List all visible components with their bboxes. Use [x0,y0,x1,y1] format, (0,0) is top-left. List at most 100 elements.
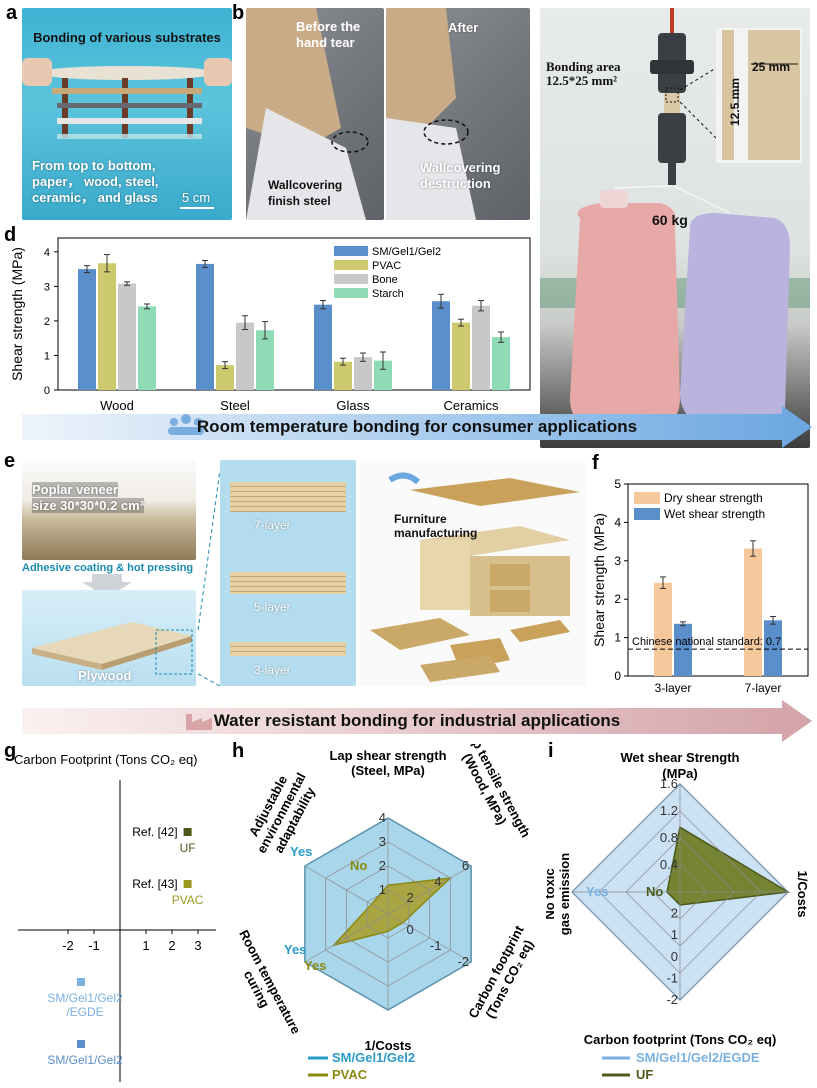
furniture-label-1: Furniture [394,512,447,526]
furniture-label-2: manufacturing [394,526,478,540]
legend-swatch [634,508,660,520]
radar-tick-label: -2 [666,992,678,1007]
radar-axis-label: 1/Costs [365,1038,412,1053]
legend-label: Dry shear strength [664,491,763,505]
radar-axis-label: Wet shear Strength [621,750,740,765]
legend-label: SM/Gel1/Gel2/EGDE [636,1050,760,1065]
photo-substrates: Bonding of various substrates From top t… [22,8,232,220]
panel-label-a: a [6,2,18,24]
radar-tick-label: 4 [434,874,441,889]
legend-swatch [634,492,660,504]
y-tick-label: 0 [614,669,621,683]
bonding-area-label-2: 12.5*25 mm² [546,73,618,88]
panel-label-f: f [592,452,599,474]
dim-width-label: 25 mm [752,60,791,74]
radar-tick-label: -1 [666,970,678,985]
photo-furniture: Furniture manufacturing [360,460,586,686]
radar-axis-label-group: Lap shear strength(Steel, MPa) [329,748,446,778]
radar-axis-label-group: Carbon footprint(Tons CO₂ eq) [465,923,536,1021]
point-label: SM/Gel1/Gel2 [47,1053,123,1067]
y-axis-label: Shear strength (MPa) [591,513,607,647]
point-sublabel: UF [180,841,196,855]
bar [764,620,782,676]
legend-swatch [334,260,368,270]
data-point [183,828,192,836]
y-tick-label: 0 [44,385,50,397]
substrate-stack-illustration [22,58,232,209]
bar [78,269,96,390]
radar-tick-label: 0 [671,949,678,964]
y-tick-label: 4 [614,515,621,529]
banner-industrial-text: Water resistant bonding for industrial a… [213,711,621,730]
bar [334,361,352,390]
radar-axis-label: Carbon footprint (Tons CO₂ eq) [584,1032,777,1047]
bar [674,623,692,676]
yes-label: Yes [304,958,326,973]
bar [98,263,116,390]
bar [118,283,136,390]
radar-tick-label: -2 [458,954,470,969]
data-point [77,1040,85,1048]
layer-label-3: 3-layer [254,663,291,677]
yes-label: Yes [290,844,312,859]
bar [432,301,450,390]
y-tick-label: 5 [614,477,621,491]
radar-tick-label: 1 [671,927,678,942]
point-sublabel: PVAC [172,893,204,907]
photo-poplar-veneer: Poplar veneer size 30*30*0.2 cm³ [22,460,196,560]
radar-spoke [304,913,389,963]
radar-tick-label: 6 [462,858,469,873]
x-category-label: Glass [336,398,370,413]
bar [374,360,392,390]
right-caption-2: destruction [420,176,491,191]
legend-label: Bone [372,274,398,286]
x-category-label: 7-layer [745,681,782,695]
panel-a-title: Bonding of various substrates [33,30,221,45]
panel-label-g: g [4,740,17,762]
banner-industrial: Water resistant bonding for industrial a… [22,700,812,742]
x-tick-label: 1 [142,938,149,953]
bonding-area-label-1: Bonding area [546,59,621,74]
legend-swatch [334,274,368,284]
bar [236,322,254,390]
bar [256,330,274,390]
panel-label-i: i [548,740,554,762]
bar [452,322,470,390]
legend-label: SM/Gel1/Gel2 [332,1050,415,1065]
radar-axis-label: No toxic [546,868,557,919]
layer-samples-panel: 7-layer 5-layer 3-layer [220,460,356,686]
yes-label: Yes [586,884,608,899]
legend-swatch [334,246,368,256]
bar [744,548,762,676]
radar-tick-label: 0.4 [660,857,678,872]
panel-a-scale-label: 5 cm [182,190,211,205]
y-tick-label: 2 [44,316,50,328]
legend-swatch [334,288,368,298]
panel-a-caption-1: From top to bottom, [32,158,156,173]
point-label: /EGDE [66,1005,103,1019]
radar-tick-label: 1 [379,882,386,897]
radar-axis-label: (MPa) [662,766,697,781]
load-test-illustration [540,8,810,434]
radar-axis-label: Lap shear strength [329,748,446,763]
x-category-label: 3-layer [655,681,692,695]
legend-label: Starch [372,288,404,300]
yes-label: Yes [284,942,306,957]
legend-label: UF [636,1067,653,1082]
layer-label-7: 7-layer [254,518,291,532]
reference-line-label: Chinese national standard: 0.7 [632,636,781,648]
y-tick-label: 3 [614,554,621,568]
veneer-label-1: Poplar veneer [32,482,118,497]
radar-axis-label-group: 1/Costs [795,871,810,918]
before-label-1: Before the [296,19,361,34]
panel-a-caption-3: ceramic， and glass [32,190,158,205]
x-tick-label: -1 [88,938,100,953]
legend-label: PVAC [372,260,401,272]
bar [472,305,490,390]
bar [314,304,332,390]
radar-tick-label: 2 [406,890,413,905]
radar-axis-label-group: Lap tensile strength(Wood, MPa) [460,744,534,840]
